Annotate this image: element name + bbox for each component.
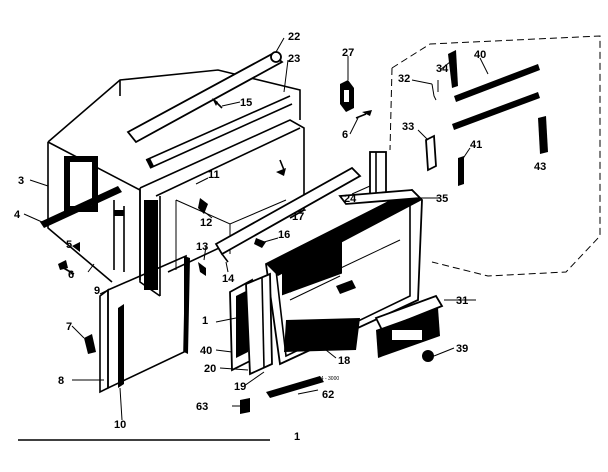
callout-22: 22: [288, 31, 300, 43]
fasteners-5-6: [58, 242, 80, 275]
callout-labels: 22 23 15 27 6 32 34 40 33 41 43 3 4 5 6 …: [14, 31, 546, 443]
callout-33: 33: [402, 121, 414, 133]
small-note: 44 - 3000: [318, 376, 339, 382]
callout-6-left: 6: [68, 269, 74, 281]
callout-10: 10: [114, 419, 126, 431]
outer-cabinet: [47, 69, 301, 283]
callout-7: 7: [66, 321, 72, 333]
callout-5: 5: [66, 239, 72, 251]
callout-41: 41: [470, 139, 482, 151]
screw-63: [240, 398, 250, 414]
knob-39: [422, 350, 434, 362]
rail-14-pieces: [221, 253, 229, 263]
callout-15: 15: [240, 97, 252, 109]
control-panel-31: [374, 294, 444, 358]
callout-9: 9: [94, 285, 100, 297]
callout-34: 34: [436, 63, 449, 75]
callout-17: 17: [292, 211, 304, 223]
callout-3: 3: [18, 175, 24, 187]
callout-62: 62: [322, 389, 334, 401]
post-24: [369, 151, 387, 195]
top-rail-22: [126, 51, 284, 144]
callout-11: 11: [208, 169, 220, 181]
bracket-27: [340, 80, 354, 112]
callout-12: 12: [200, 217, 212, 229]
callout-40-bottom: 40: [200, 345, 212, 357]
screw-6-top: [355, 110, 372, 119]
figure-number: 1: [294, 431, 300, 443]
callout-31: 31: [456, 295, 468, 307]
callout-19: 19: [234, 381, 246, 393]
callout-63: 63: [196, 401, 208, 413]
callout-35: 35: [436, 193, 448, 205]
accessory-kit-parts: [425, 50, 548, 186]
callout-1-side: 1: [202, 315, 208, 327]
callout-13: 13: [196, 241, 208, 253]
callout-23: 23: [288, 53, 300, 65]
clip-13: [198, 262, 206, 276]
callout-43: 43: [534, 161, 546, 173]
front-grille-assembly: [265, 188, 423, 366]
clip-12: [198, 198, 208, 214]
callout-14: 14: [222, 273, 235, 285]
callout-39: 39: [456, 343, 468, 355]
clip-33: [425, 134, 437, 172]
bracket-34: [448, 50, 458, 88]
callout-18: 18: [338, 355, 350, 367]
strip-41: [458, 156, 464, 186]
front-cover-panel: [99, 254, 190, 394]
accessory-kit-boundary: [389, 35, 601, 277]
callout-20: 20: [204, 363, 216, 375]
top-rail-23: [145, 95, 293, 169]
rod-40: [454, 64, 540, 102]
callout-16: 16: [278, 229, 290, 241]
callout-8: 8: [58, 375, 64, 387]
bottom-rail-4: [40, 186, 122, 228]
callout-32: 32: [398, 73, 410, 85]
callout-6-top: 6: [342, 129, 348, 141]
callout-4: 4: [14, 209, 21, 221]
pin-43: [538, 116, 548, 154]
screw-16: [254, 238, 266, 248]
callout-40-top: 40: [474, 49, 486, 61]
screw-7: [84, 334, 96, 354]
rod-41: [452, 92, 540, 130]
rail-17: [214, 166, 362, 256]
callout-24: 24: [344, 193, 357, 205]
callout-27: 27: [342, 47, 354, 59]
side-panel-group: [229, 272, 273, 376]
strip-62: [266, 376, 324, 398]
bracket-6-upper: [276, 159, 286, 176]
leader-lines: [23, 37, 489, 421]
small-bracket-15: [212, 98, 223, 109]
